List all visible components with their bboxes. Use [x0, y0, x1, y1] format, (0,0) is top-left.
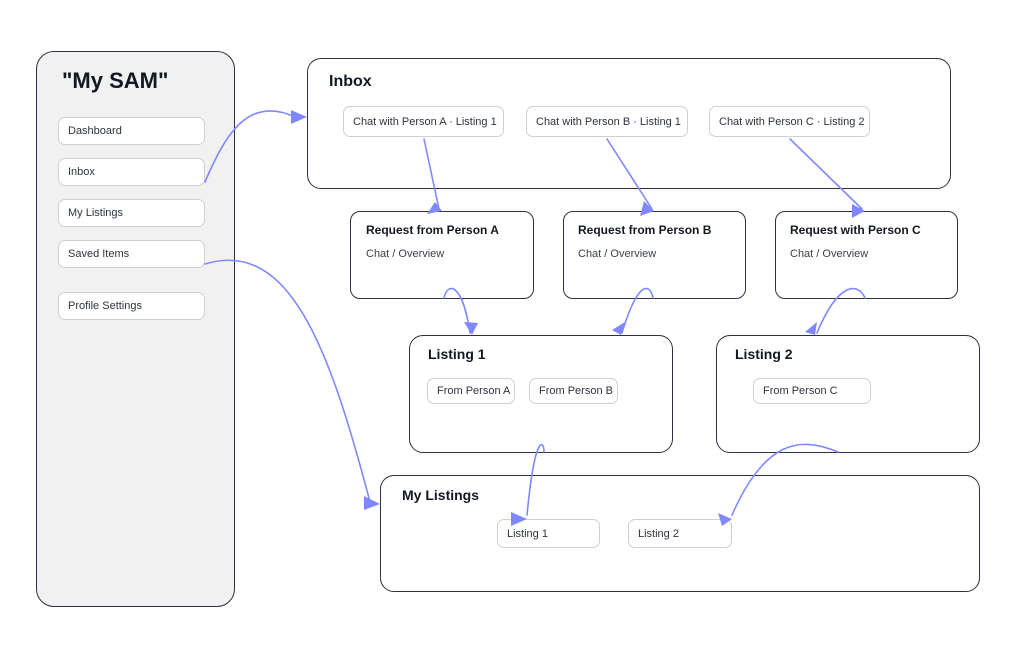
chat-person-b[interactable]: Chat with Person B · Listing 1 — [526, 106, 688, 137]
request-person-a[interactable] — [350, 211, 534, 299]
sidebar-item-profile-settings[interactable]: Profile Settings — [58, 292, 205, 320]
inbox-title: Inbox — [329, 73, 372, 90]
my-listings-title: My Listings — [402, 487, 480, 503]
request-person-c-title: Request with Person C — [790, 223, 921, 237]
arrowhead-inbox — [291, 110, 307, 124]
arrowhead-listing-1-b — [612, 322, 625, 335]
request-person-a-subtitle: Chat / Overview — [366, 248, 445, 260]
listing-1-from-person-b[interactable]: From Person B — [529, 378, 618, 404]
request-person-b-subtitle: Chat / Overview — [578, 248, 657, 260]
sidebar-item-dashboard[interactable]: Dashboard — [58, 117, 205, 145]
app-title: "My SAM" — [62, 68, 169, 93]
listing-1-from-person-a[interactable]: From Person A — [427, 378, 515, 404]
listing-1-title: Listing 1 — [428, 346, 486, 362]
request-person-c-subtitle: Chat / Overview — [790, 248, 869, 260]
arrowhead-listing-1-a — [464, 322, 478, 335]
my-listings-listing-2[interactable]: Listing 2 — [628, 519, 732, 548]
sidebar-item-my-listings[interactable]: My Listings — [58, 199, 205, 227]
sidebar-item-saved-items[interactable]: Saved Items — [58, 240, 205, 268]
arrowhead-my-listings — [364, 496, 380, 510]
sidebar-item-inbox[interactable]: Inbox — [58, 158, 205, 186]
my-listings-panel — [380, 475, 980, 592]
chat-person-a[interactable]: Chat with Person A · Listing 1 — [343, 106, 504, 137]
request-person-a-title: Request from Person A — [366, 223, 499, 237]
my-listings-listing-1[interactable]: Listing 1 — [497, 519, 600, 548]
listing-2-title: Listing 2 — [735, 346, 793, 362]
listing-2-from-person-c[interactable]: From Person C — [753, 378, 871, 404]
request-person-c[interactable] — [775, 211, 958, 299]
chat-person-c[interactable]: Chat with Person C · Listing 2 — [709, 106, 870, 137]
request-person-b[interactable] — [563, 211, 746, 299]
request-person-b-title: Request from Person B — [578, 223, 712, 237]
arrowhead-listing-2 — [805, 322, 817, 335]
